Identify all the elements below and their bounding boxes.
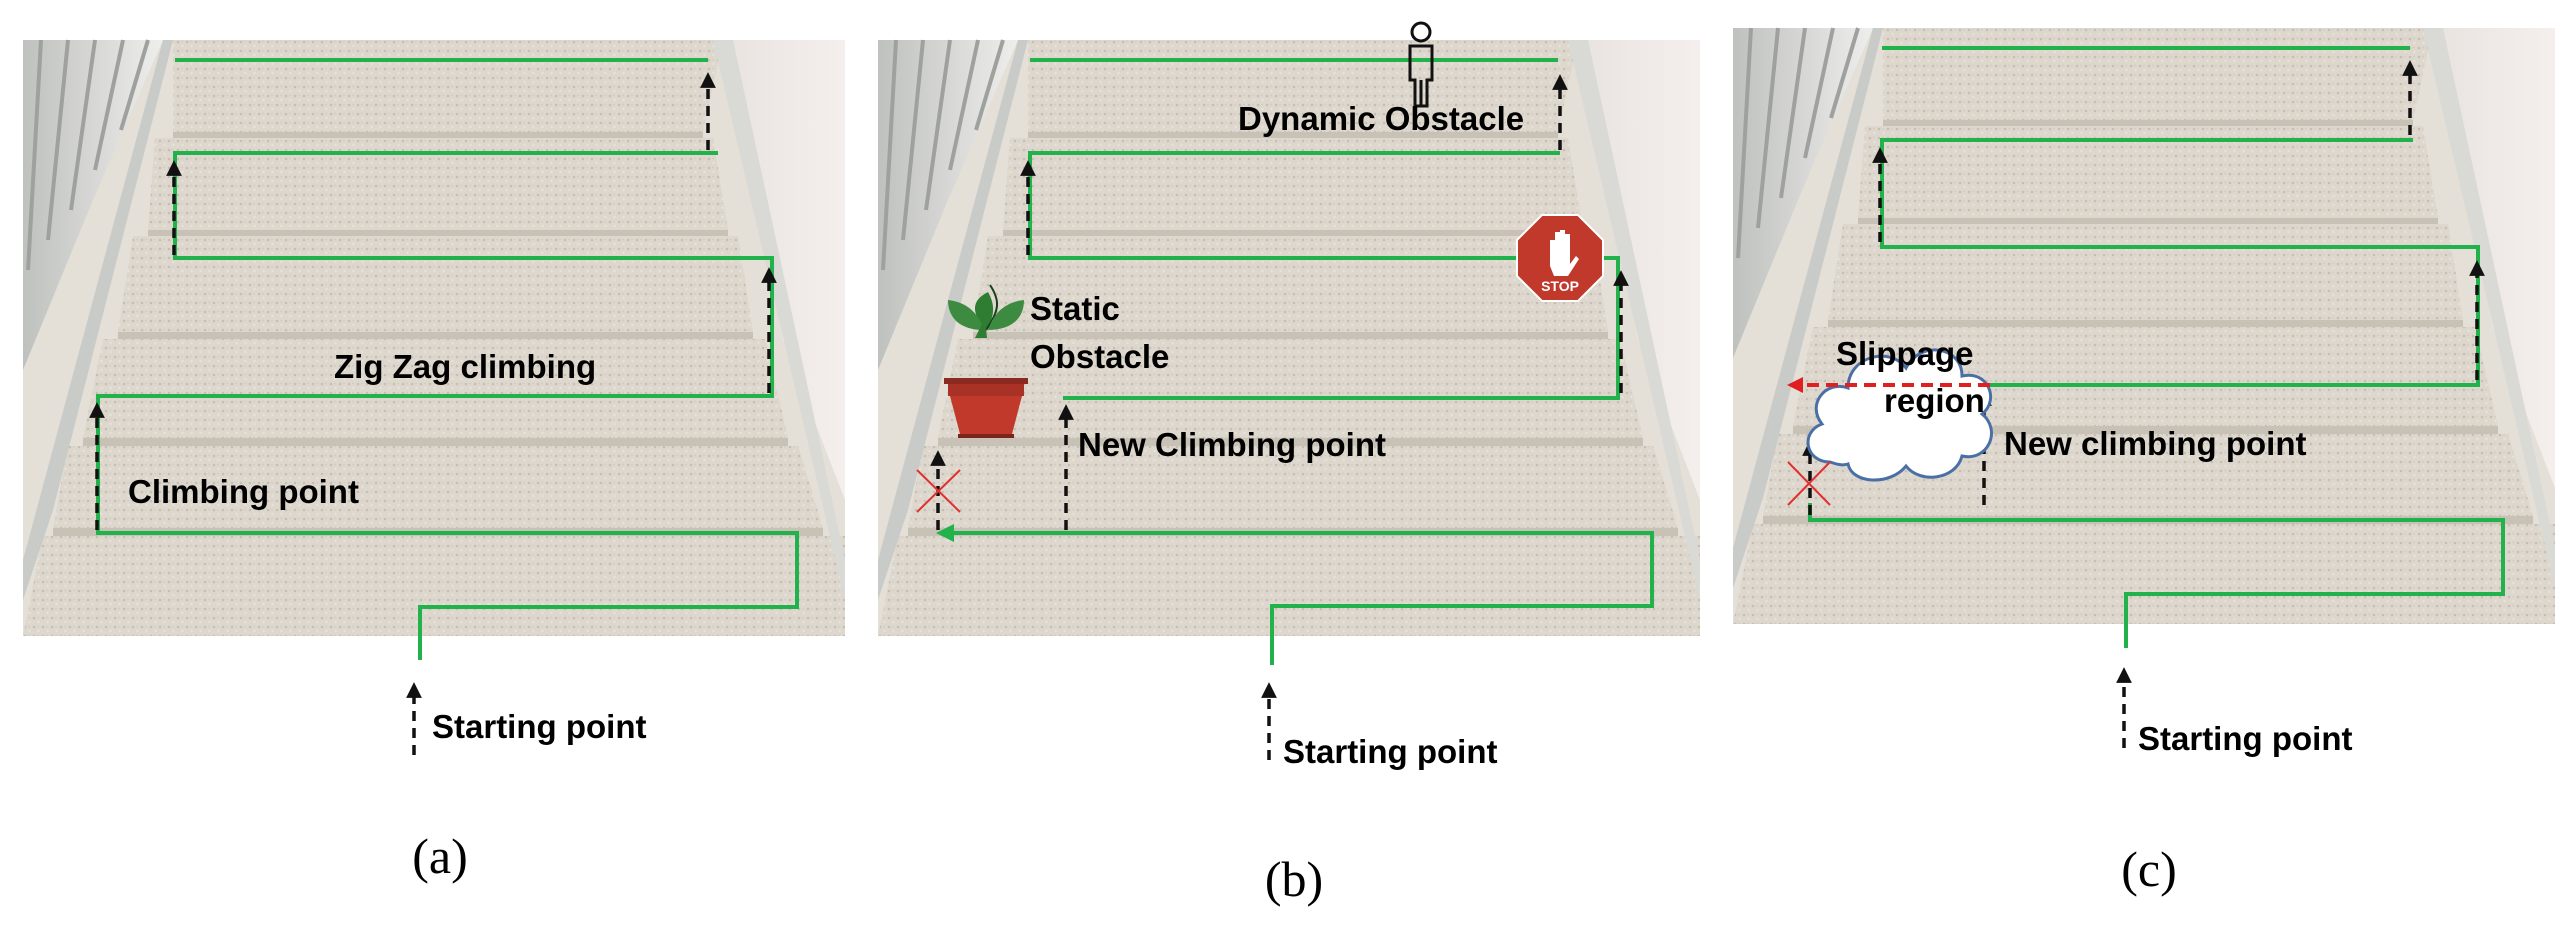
- stop-sign-text: STOP: [1541, 278, 1579, 294]
- path-main-b: [936, 524, 1654, 665]
- label-static-obstacle-1: Static: [1030, 290, 1120, 327]
- label-slippage-1: Slippage: [1836, 335, 1974, 372]
- caption-b: (b): [1265, 851, 1323, 907]
- label-slippage-2: region: [1884, 382, 1985, 419]
- panel-b: STOP Dynamic Obstacle Static Obstacle Ne…: [876, 21, 1702, 907]
- label-new-climbing-point-b: New Climbing point: [1078, 426, 1386, 463]
- label-starting-point-c: Starting point: [2138, 720, 2352, 757]
- staircase-photo-a: [21, 38, 847, 638]
- label-starting-point-b: Starting point: [1283, 733, 1497, 770]
- label-static-obstacle-2: Obstacle: [1030, 338, 1169, 375]
- path-zigzag-a: [96, 151, 799, 660]
- label-dynamic-obstacle: Dynamic Obstacle: [1238, 100, 1524, 137]
- blocked-cross-icon: [916, 469, 961, 513]
- path-upper-c: [1880, 138, 2480, 387]
- blocked-cross-icon-c: [1787, 461, 1831, 506]
- caption-c: (c): [2121, 841, 2177, 897]
- person-icon: [1408, 21, 1434, 108]
- label-new-climbing-point-c: New climbing point: [2004, 425, 2307, 462]
- label-zigzag: Zig Zag climbing: [334, 348, 596, 385]
- staircase-photo-c: [1731, 26, 2557, 626]
- stop-sign-icon: STOP: [1516, 214, 1604, 302]
- path-main-c: [1808, 503, 2505, 648]
- panel-c: Slippage region New climbing point Start…: [1731, 26, 2557, 897]
- label-starting-point-a: Starting point: [432, 708, 646, 745]
- panel-a: Zig Zag climbing Climbing point Starting…: [21, 38, 847, 884]
- label-climbing-point: Climbing point: [128, 473, 359, 510]
- caption-a: (a): [412, 828, 468, 884]
- plant-pot-icon: [944, 284, 1028, 438]
- path-upper-b: [1028, 151, 1620, 400]
- slippage-cloud-icon: [1806, 348, 1993, 482]
